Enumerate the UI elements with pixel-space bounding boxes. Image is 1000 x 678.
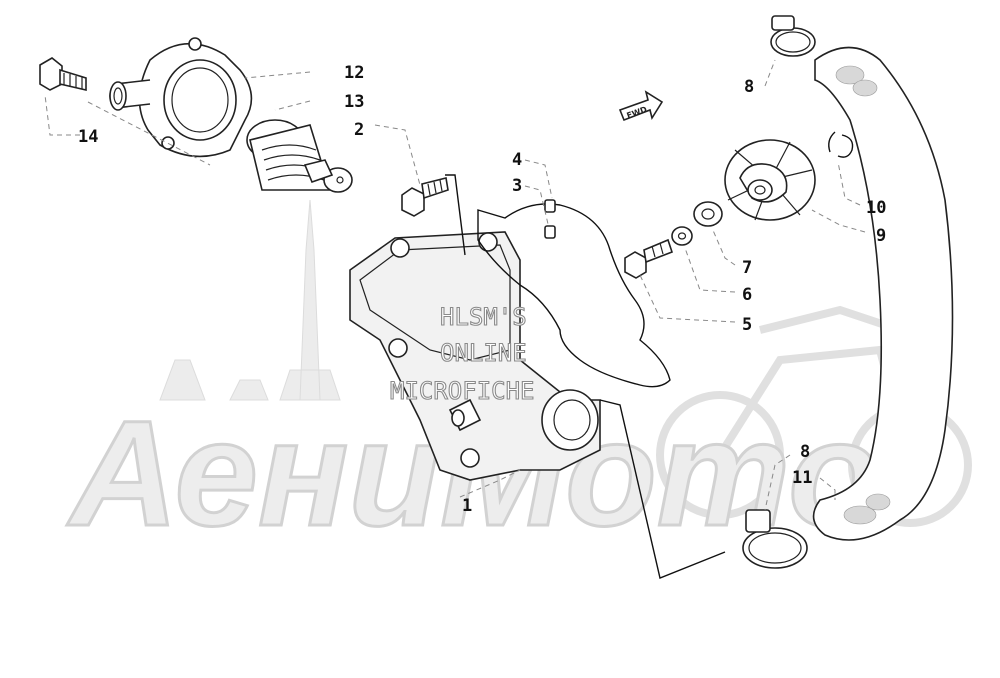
bolt-part-5 (624, 238, 674, 279)
callout-3: 3 (512, 176, 522, 196)
water-pump-cover-part-1 (349, 231, 601, 481)
microfiche-watermark: HLSM'S ONLINE MICROFICHE (389, 302, 535, 405)
callout-8-bottom: 8 (800, 442, 810, 462)
callout-7: 7 (742, 258, 752, 278)
forward-arrow-icon: FWD (618, 90, 664, 122)
watermark-line-1: HLSM'S (440, 303, 527, 331)
callout-14: 14 (78, 127, 98, 147)
callout-6: 6 (742, 285, 752, 305)
leader-lines (44, 59, 866, 579)
callout-5: 5 (742, 315, 752, 335)
watermark-spire-icon (159, 199, 341, 401)
callout-9: 9 (876, 226, 886, 246)
bolt-part-2 (401, 177, 449, 217)
impeller-part-9 (724, 139, 816, 221)
thermostat-housing-part-12 (109, 37, 253, 158)
snap-ring-part-10 (828, 131, 854, 158)
callout-13: 13 (344, 92, 364, 112)
callout-labels: 1 2 3 4 5 6 7 8 8 9 10 11 12 13 14 (78, 63, 886, 516)
hose-grip-texture (835, 65, 891, 525)
hose-clamp-top-part-8 (770, 15, 816, 57)
thermostat-part-13 (246, 119, 353, 193)
dowel-pin-part-4 (544, 225, 556, 239)
callout-11: 11 (792, 468, 812, 488)
watermark-line-2: ONLINE (440, 339, 527, 367)
callout-12: 12 (344, 63, 364, 83)
callout-10: 10 (866, 198, 886, 218)
gasket-o-ring (477, 203, 671, 388)
seal-washer-part-7 (693, 201, 723, 227)
hose-clamp-bottom-part-8 (742, 509, 808, 569)
callout-8-top: 8 (744, 77, 754, 97)
callout-4: 4 (512, 150, 522, 170)
callout-2: 2 (354, 120, 364, 140)
dowel-pin-part-3 (544, 199, 556, 213)
washer-part-6 (671, 226, 693, 246)
callout-1: 1 (462, 496, 472, 516)
bolt-part-14 (39, 57, 87, 92)
coolant-hose-part-11 (812, 46, 954, 541)
watermark-line-3: MICROFICHE (390, 377, 535, 405)
